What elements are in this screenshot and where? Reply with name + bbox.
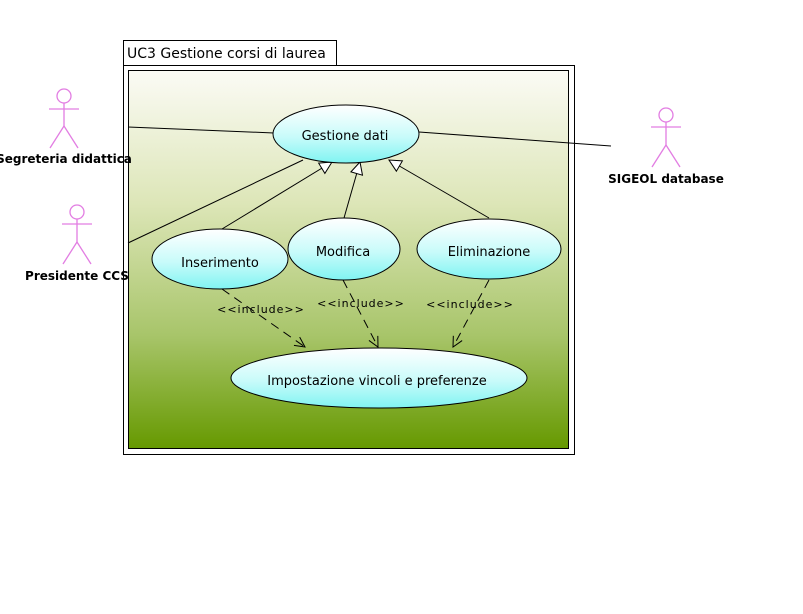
include-modifica	[342, 279, 378, 347]
include-relations	[221, 279, 490, 347]
actor-sigeol-label: SIGEOL database	[608, 172, 724, 186]
include-label-eliminazione: <<include>>	[426, 298, 514, 311]
package-tab	[123, 40, 337, 66]
include-label-inserimento: <<include>>	[217, 303, 305, 316]
use-case-eliminazione[interactable]: Eliminazione	[416, 218, 562, 280]
association-presidente-gestione	[127, 159, 304, 244]
actor-sigeol[interactable]: SIGEOL database	[608, 107, 724, 186]
use-case-modifica[interactable]: Modifica	[287, 217, 401, 281]
associations	[127, 126, 612, 244]
package-title: UC3 Gestione corsi di laurea	[127, 46, 326, 62]
use-case-gestione-dati-label: Gestione dati	[302, 129, 389, 144]
use-case-inserimento-label: Inserimento	[181, 256, 259, 271]
use-case-impostazione-label: Impostazione vincoli e preferenze	[267, 374, 486, 389]
actor-presidente-icon	[62, 204, 92, 265]
include-eliminazione	[453, 279, 490, 347]
actor-segreteria-label: Segreteria didattica	[0, 152, 132, 166]
use-case-modifica-label: Modifica	[316, 245, 370, 260]
actor-segreteria-icon	[49, 88, 79, 149]
generalization-modifica	[343, 162, 360, 219]
association-segreteria-gestione	[127, 126, 275, 134]
generalization-eliminazione	[389, 160, 490, 219]
actor-segreteria[interactable]: Segreteria didattica	[0, 88, 132, 166]
actor-presidente[interactable]: Presidente CCS	[25, 204, 129, 283]
use-case-gestione-dati[interactable]: Gestione dati	[272, 104, 420, 164]
actor-presidente-label: Presidente CCS	[25, 269, 129, 283]
generalization-inserimento	[221, 162, 332, 230]
include-label-modifica: <<include>>	[317, 297, 405, 310]
actor-sigeol-icon	[651, 107, 681, 168]
include-labels: <<include>> <<include>> <<include>>	[217, 297, 514, 316]
use-case-impostazione[interactable]: Impostazione vincoli e preferenze	[230, 347, 528, 409]
include-inserimento	[221, 288, 305, 347]
association-gestione-sigeol	[418, 131, 612, 147]
use-case-eliminazione-label: Eliminazione	[448, 245, 531, 260]
generalizations	[221, 160, 490, 230]
use-case-inserimento[interactable]: Inserimento	[151, 228, 289, 290]
